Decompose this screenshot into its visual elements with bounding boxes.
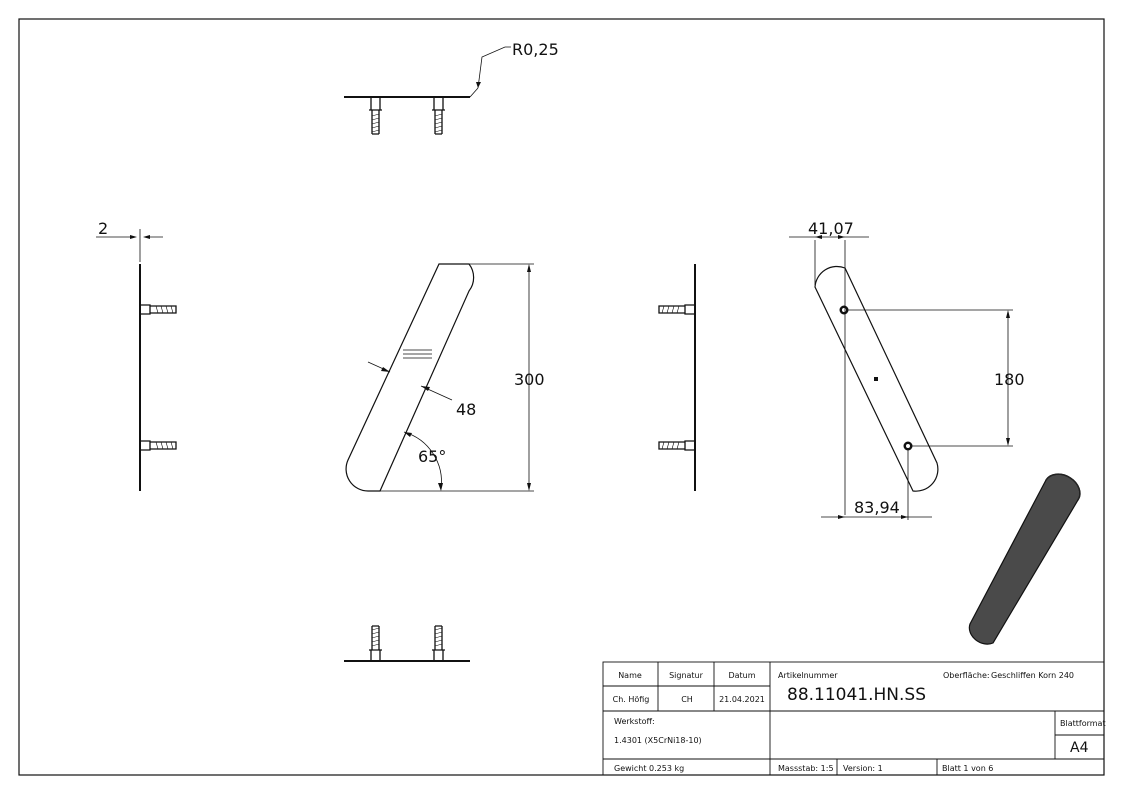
- hole-spacing-dimension: 180: [994, 370, 1025, 389]
- handle-outline-back: [814, 265, 939, 492]
- back-view: 41,07 180 83,94: [789, 219, 1025, 520]
- handle-outline: [345, 263, 475, 492]
- date-value: 21.04.2021: [719, 695, 765, 704]
- isometric-part-view: [968, 473, 1081, 645]
- height-dimension: 300: [514, 370, 545, 389]
- left-side-view: 2: [96, 219, 177, 491]
- angle-dimension: 65°: [418, 447, 446, 466]
- signature-header: Signatur: [669, 671, 704, 680]
- name-value: Ch. Höfig: [613, 695, 650, 704]
- weight-value: Gewicht 0.253 kg: [614, 764, 684, 773]
- date-header: Datum: [728, 671, 755, 680]
- surface-value: Geschliffen Korn 240: [991, 671, 1074, 680]
- scale-value: Massstab: 1:5: [778, 764, 834, 773]
- version-value: Version: 1: [843, 764, 883, 773]
- top-view: R0,25: [344, 40, 559, 135]
- right-side-view: [658, 264, 696, 491]
- article-number: 88.11041.HN.SS: [787, 685, 926, 705]
- material-label: Werkstoff:: [614, 717, 655, 726]
- sheet-value: Blatt 1 von 6: [942, 764, 993, 773]
- bottom-view: [344, 625, 470, 662]
- front-view: 300 48 65°: [345, 263, 545, 492]
- name-header: Name: [618, 671, 642, 680]
- signature-value: CH: [681, 695, 693, 704]
- radius-dimension: R0,25: [512, 40, 559, 59]
- title-block: Name Signatur Datum Ch. Höfig CH 21.04.2…: [602, 661, 1106, 776]
- material-value: 1.4301 (X5CrNi18-10): [614, 736, 702, 745]
- bottom-offset-dimension: 83,94: [854, 498, 900, 517]
- top-offset-dimension: 41,07: [808, 219, 854, 238]
- width-dimension: 48: [456, 400, 476, 419]
- drawing-frame: [18, 18, 1105, 776]
- surface-label: Oberfläche:: [943, 671, 990, 680]
- format-value: A4: [1070, 740, 1089, 756]
- thickness-dimension: 2: [98, 219, 108, 238]
- format-label: Blattformat: [1060, 719, 1106, 728]
- article-label: Artikelnummer: [778, 671, 838, 680]
